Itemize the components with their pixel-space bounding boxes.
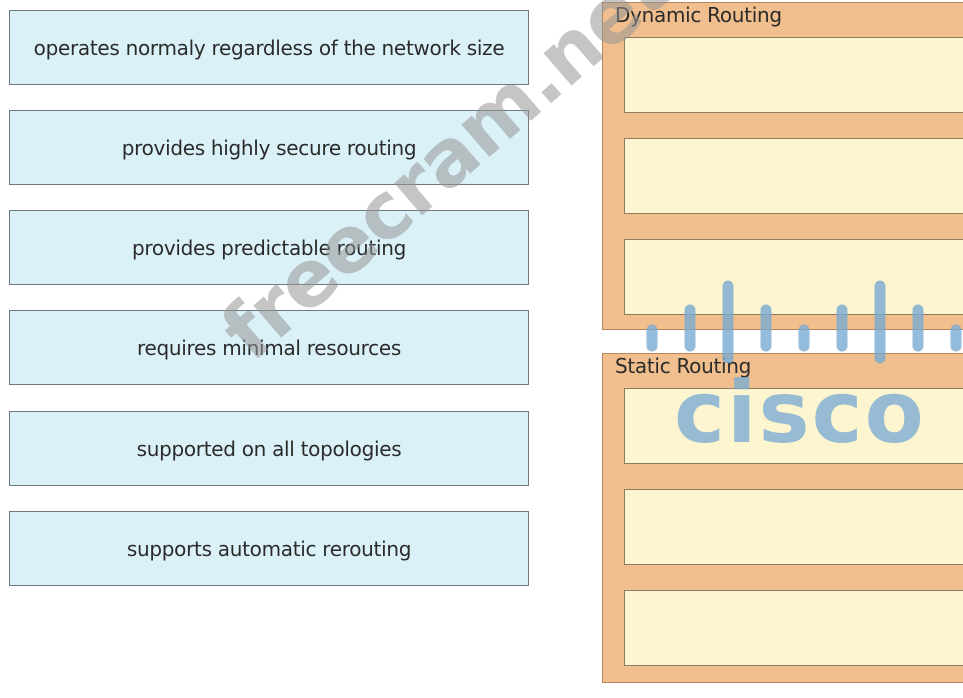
group-title-static: Static Routing [615, 354, 752, 378]
option-item-automatic-rerouting[interactable]: supports automatic rerouting [9, 511, 529, 586]
option-label: provides highly secure routing [121, 135, 417, 160]
option-label: requires minimal resources [137, 335, 401, 360]
option-item-all-topologies[interactable]: supported on all topologies [9, 411, 529, 486]
static-routing-group: Static Routing [602, 353, 963, 683]
option-label: provides predictable routing [132, 235, 406, 260]
drop-slot-static-2[interactable] [624, 489, 963, 565]
drop-slot-dynamic-1[interactable] [624, 37, 963, 113]
drop-slot-static-1[interactable] [624, 388, 963, 464]
option-item-secure-routing[interactable]: provides highly secure routing [9, 110, 529, 185]
drop-slot-dynamic-3[interactable] [624, 239, 963, 315]
option-label: supported on all topologies [136, 436, 402, 461]
option-label: operates normaly regardless of the netwo… [33, 35, 505, 60]
group-title-dynamic: Dynamic Routing [615, 3, 782, 27]
drop-slot-dynamic-2[interactable] [624, 138, 963, 214]
dynamic-routing-group: Dynamic Routing [602, 2, 963, 330]
option-item-minimal-resources[interactable]: requires minimal resources [9, 310, 529, 385]
option-item-predictable-routing[interactable]: provides predictable routing [9, 210, 529, 285]
option-label: supports automatic rerouting [126, 536, 412, 561]
drop-slot-static-3[interactable] [624, 590, 963, 666]
option-item-network-size[interactable]: operates normaly regardless of the netwo… [9, 10, 529, 85]
